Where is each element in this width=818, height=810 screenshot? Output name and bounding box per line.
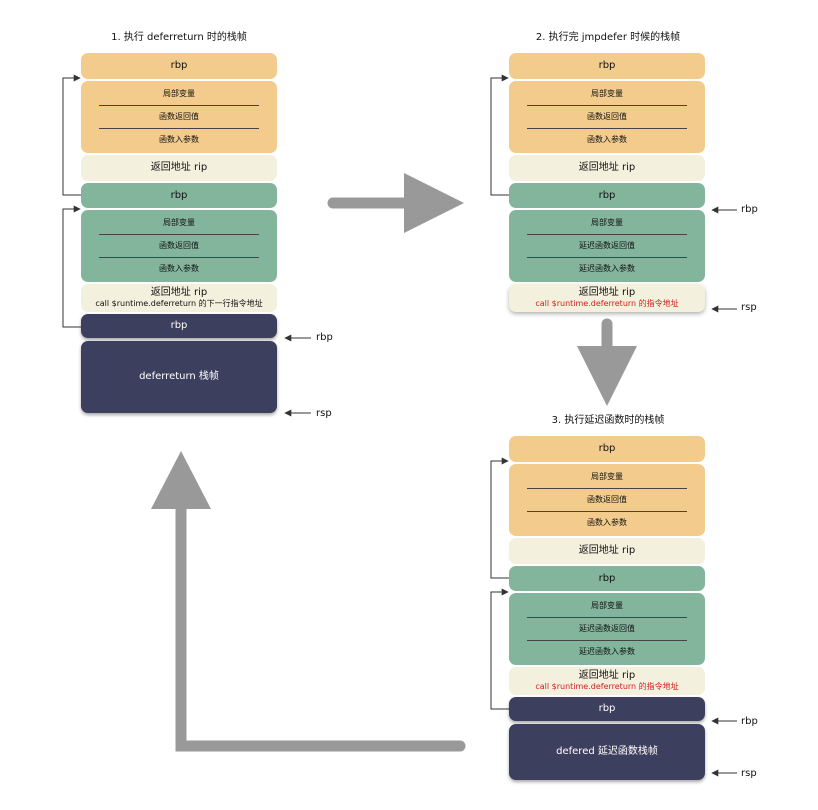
d2-frame-vars-block-2: 局部变量 延迟函数返回值 延迟函数入参数 [509, 210, 705, 282]
d3-return-addr-label-2: 返回地址 rip [578, 670, 636, 681]
d2-frame-vars-block-1: 局部变量 函数返回值 函数入参数 [509, 81, 705, 153]
d3-rbp-link-1 [490, 457, 509, 579]
d1-frame-vars-block-1: 局部变量 函数返回值 函数入参数 [81, 81, 277, 153]
d2-params: 函数入参数 [587, 135, 627, 144]
d2-return-addr-block-1: 返回地址 rip [509, 155, 705, 181]
d3-divider [526, 488, 688, 489]
d1-local-vars-2: 局部变量 [163, 218, 195, 227]
d1-rbp-label-1: rbp [170, 60, 188, 71]
d3-params: 函数入参数 [587, 518, 627, 527]
d3-return-addr-sub: call $runtime.deferreturn 的指令地址 [535, 682, 679, 691]
diagram2-title: 2. 执行完 jmpdefer 时候的栈帧 [535, 32, 681, 43]
d3-divider [526, 617, 688, 618]
d2-rbp-pointer-label: rbp [741, 204, 758, 215]
d2-rsp-pointer-label: rsp [741, 302, 757, 313]
d2-return-addr-label-2: 返回地址 rip [578, 287, 636, 298]
d3-rbp-block-2: rbp [509, 566, 705, 591]
d3-return-value-2: 延迟函数返回值 [579, 624, 635, 633]
d2-rbp-link-1 [490, 74, 509, 196]
d2-rbp-label-1: rbp [598, 60, 616, 71]
d2-local-vars-2: 局部变量 [591, 218, 623, 227]
d3-divider [526, 640, 688, 641]
d1-return-value-2: 函数返回值 [159, 241, 199, 250]
d1-rbp-label-3: rbp [170, 320, 188, 331]
d3-rbp-label-2: rbp [598, 572, 616, 584]
d1-return-addr-block-2: 返回地址 rip call $runtime.deferreturn 的下一行指… [81, 284, 277, 312]
d2-divider [526, 128, 688, 129]
d1-local-vars: 局部变量 [163, 89, 195, 98]
d2-divider [526, 257, 688, 258]
flow-arrow-return [151, 451, 466, 752]
d1-rbp-link-1 [62, 74, 81, 196]
d3-rbp-block-3: rbp [509, 697, 705, 721]
d2-return-addr-sub: call $runtime.deferreturn 的指令地址 [535, 299, 679, 308]
d1-return-addr-block-1: 返回地址 rip [81, 155, 277, 181]
d3-rsp-pointer-label: rsp [741, 768, 757, 779]
d1-divider [98, 234, 260, 235]
diagram1-title: 1. 执行 deferreturn 时的栈帧 [111, 32, 247, 43]
d1-deferreturn-frame: deferreturn 栈帧 [81, 341, 277, 413]
d3-return-value: 函数返回值 [587, 495, 627, 504]
d3-deferred-frame: defered 延迟函数栈帧 [509, 724, 705, 780]
d1-rbp-link-2 [62, 205, 81, 328]
d3-params-2: 延迟函数入参数 [579, 647, 635, 656]
d1-return-addr-label-1: 返回地址 rip [150, 162, 208, 173]
flow-arrow-down [577, 318, 637, 406]
d2-params-2: 延迟函数入参数 [579, 264, 635, 273]
d2-local-vars: 局部变量 [591, 89, 623, 98]
d1-return-value: 函数返回值 [159, 112, 199, 121]
d2-divider [526, 234, 688, 235]
d1-rbp-block-3: rbp [81, 314, 277, 338]
d3-return-addr-label-1: 返回地址 rip [578, 545, 636, 556]
d3-local-vars: 局部变量 [591, 472, 623, 481]
d2-rbp-label-2: rbp [598, 189, 616, 201]
d1-rbp-label-2: rbp [170, 189, 188, 201]
d3-rbp-link-2 [490, 588, 509, 710]
d1-params-2: 函数入参数 [159, 264, 199, 273]
d3-deferred-frame-label: defered 延迟函数栈帧 [556, 746, 658, 757]
d2-divider [526, 105, 688, 106]
d1-frame-vars-block-2: 局部变量 函数返回值 函数入参数 [81, 210, 277, 282]
d3-frame-vars-block-2: 局部变量 延迟函数返回值 延迟函数入参数 [509, 593, 705, 665]
flow-arrow-right [327, 173, 464, 233]
d3-rbp-block-1: rbp [509, 436, 705, 462]
d3-divider [526, 511, 688, 512]
d3-frame-vars-block-1: 局部变量 函数返回值 函数入参数 [509, 464, 705, 536]
d1-rbp-pointer-label: rbp [316, 332, 333, 343]
d1-return-addr-sub: call $runtime.deferreturn 的下一行指令地址 [95, 299, 263, 308]
d1-deferreturn-frame-label: deferreturn 栈帧 [139, 371, 219, 382]
d3-rbp-label-1: rbp [598, 443, 616, 454]
d2-rbp-block-1: rbp [509, 53, 705, 79]
d3-local-vars-2: 局部变量 [591, 601, 623, 610]
diagram3-title: 3. 执行延迟函数时的栈帧 [551, 415, 665, 426]
d1-rbp-block-1: rbp [81, 53, 277, 79]
d3-rbp-label-3: rbp [598, 703, 616, 714]
d2-return-addr-block-2: 返回地址 rip call $runtime.deferreturn 的指令地址 [509, 284, 705, 312]
d2-return-value-2: 延迟函数返回值 [579, 241, 635, 250]
d1-return-addr-label-2: 返回地址 rip [150, 287, 208, 298]
d1-divider [98, 105, 260, 106]
d1-params: 函数入参数 [159, 135, 199, 144]
d1-divider [98, 128, 260, 129]
d2-rbp-block-2: rbp [509, 183, 705, 208]
d3-rbp-pointer-label: rbp [741, 716, 758, 727]
d2-return-value: 函数返回值 [587, 112, 627, 121]
d1-divider [98, 257, 260, 258]
d1-rsp-pointer-label: rsp [316, 408, 332, 419]
d3-return-addr-block-1: 返回地址 rip [509, 538, 705, 564]
d3-return-addr-block-2: 返回地址 rip call $runtime.deferreturn 的指令地址 [509, 667, 705, 695]
d2-return-addr-label-1: 返回地址 rip [578, 162, 636, 173]
d1-rbp-block-2: rbp [81, 183, 277, 208]
